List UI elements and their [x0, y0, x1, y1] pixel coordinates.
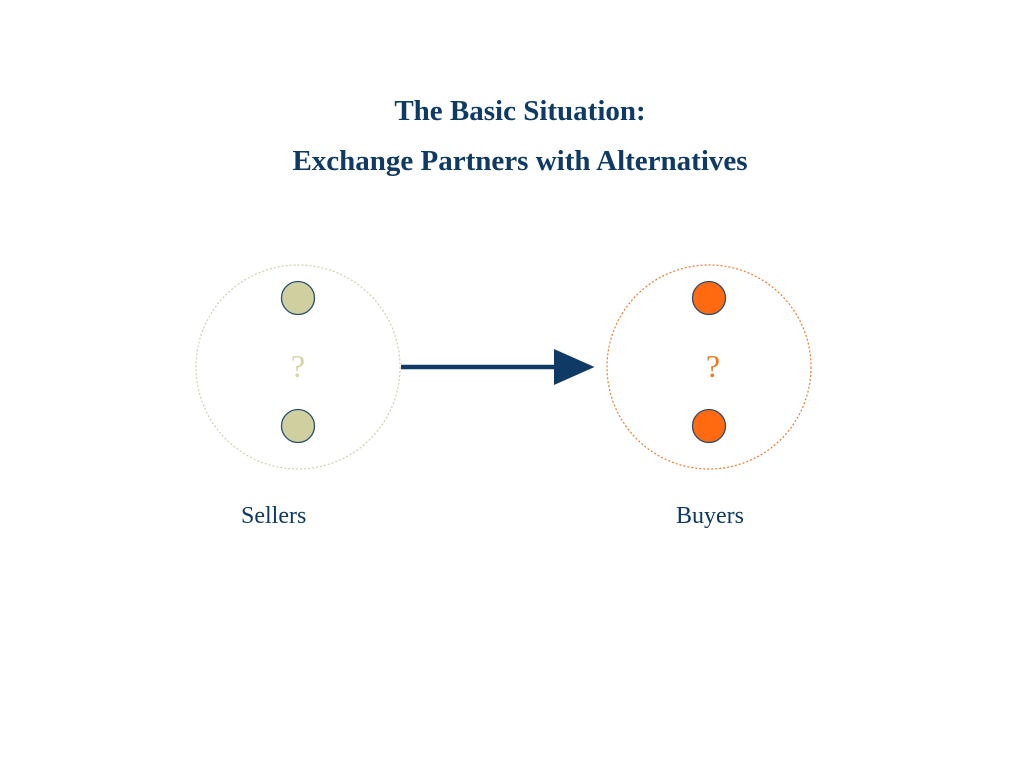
- sellers-ring: [195, 264, 401, 470]
- buyers-ring: [606, 264, 812, 470]
- buyers-group: ?: [606, 264, 812, 470]
- sellers-unknown-mark: ?: [291, 348, 305, 384]
- title-line-1: The Basic Situation:: [394, 95, 646, 127]
- buyers-label: Buyers: [676, 503, 744, 529]
- seller-node-bottom: [280, 408, 316, 444]
- sellers-group: ?: [195, 264, 401, 470]
- buyers-unknown-mark: ?: [706, 348, 720, 384]
- sellers-label: Sellers: [241, 503, 307, 529]
- buyer-node-bottom: [691, 408, 727, 444]
- seller-node-top: [280, 280, 316, 316]
- buyer-node-top: [691, 280, 727, 316]
- title-line-2: Exchange Partners with Alternatives: [292, 145, 748, 177]
- slide-title: The Basic Situation: Exchange Partners w…: [0, 86, 1024, 186]
